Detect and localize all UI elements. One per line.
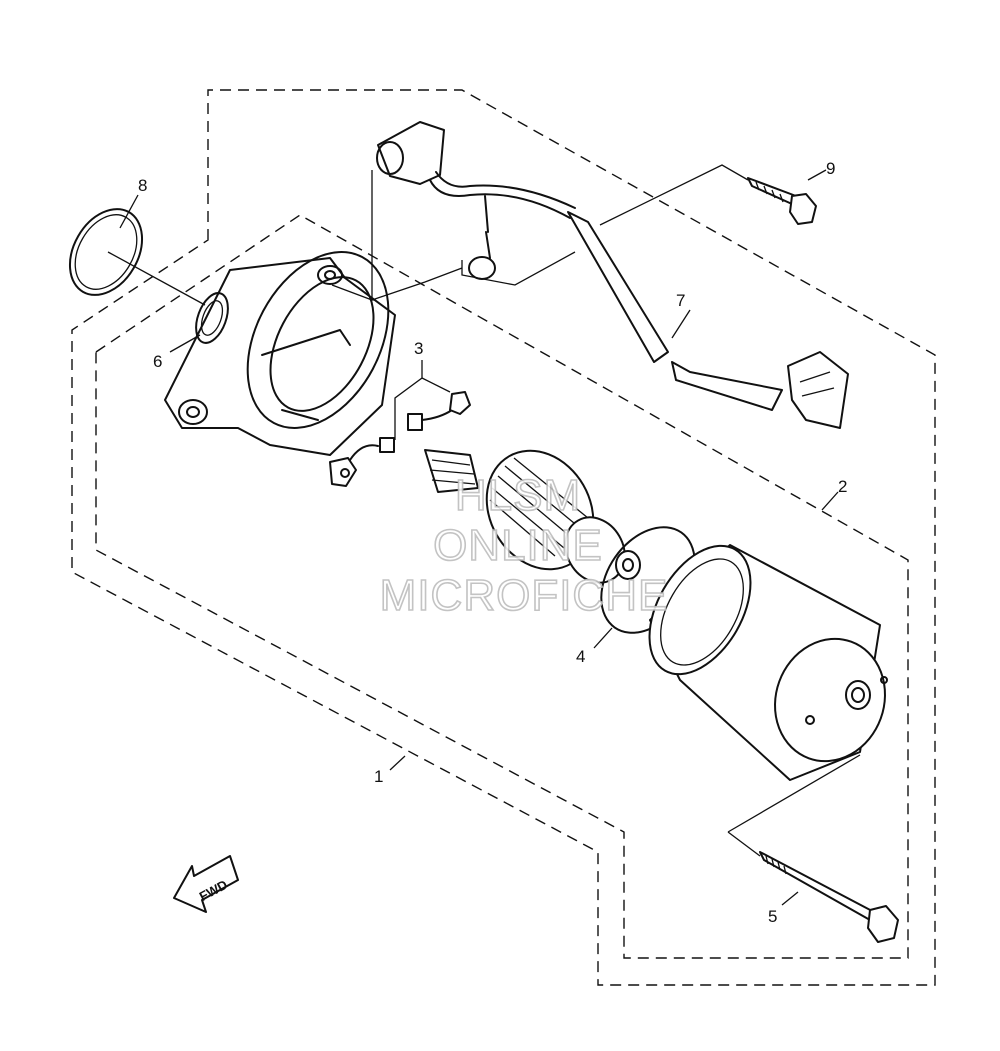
lead-wire-part bbox=[376, 121, 849, 429]
callout-6: 6 bbox=[153, 352, 162, 371]
group-outline-inner bbox=[95, 214, 909, 959]
callout-7: 7 bbox=[676, 291, 685, 310]
callout-1: 1 bbox=[374, 767, 383, 786]
bolt-short-part bbox=[747, 177, 817, 225]
callout-4: 4 bbox=[576, 647, 585, 666]
o-ring-part bbox=[68, 208, 144, 296]
motor-yoke-part bbox=[648, 544, 888, 781]
callout-8: 8 bbox=[138, 176, 147, 195]
callout-3: 3 bbox=[414, 339, 423, 358]
fwd-direction-arrow: FWD bbox=[173, 855, 239, 913]
front-cover-part bbox=[164, 251, 396, 456]
watermark-line-2: ONLINE bbox=[433, 521, 603, 570]
callout-2: 2 bbox=[838, 477, 847, 496]
watermark: HLSM ONLINE MICROFICHE bbox=[379, 470, 669, 621]
watermark-line-1: HLSM bbox=[455, 471, 581, 520]
callout-9: 9 bbox=[826, 159, 835, 178]
group-outline-outer bbox=[71, 89, 936, 986]
watermark-line-3: MICROFICHE bbox=[380, 571, 669, 620]
brush-set-part bbox=[329, 391, 471, 487]
bolt-long-part bbox=[759, 851, 899, 943]
armature-part bbox=[424, 449, 641, 584]
callout-5: 5 bbox=[768, 907, 777, 926]
leader-lines bbox=[107, 164, 861, 906]
